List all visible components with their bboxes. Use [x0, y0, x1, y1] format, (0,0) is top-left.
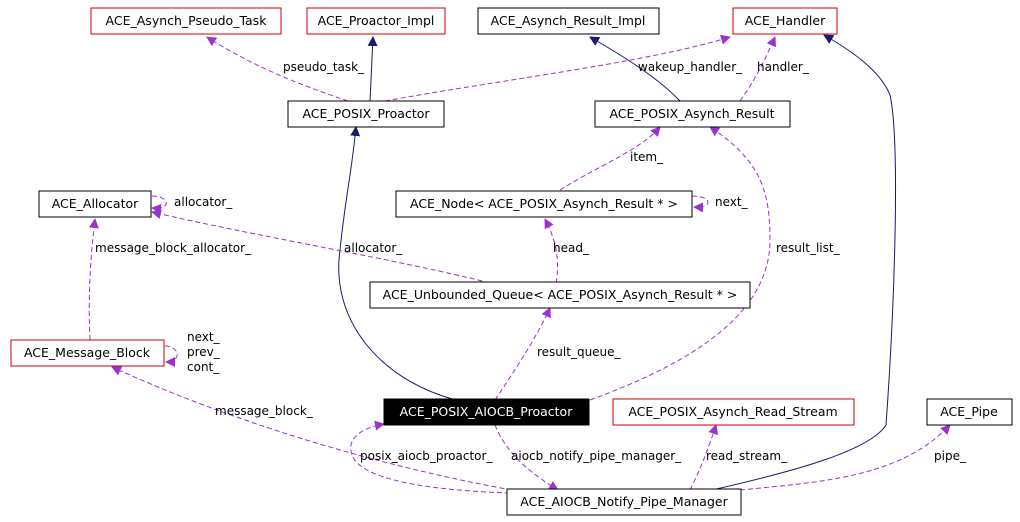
edge-handler — [739, 36, 776, 102]
edge-message-block-allocator — [88, 218, 99, 341]
edge-posix-proactor-to-aiocb-proactor — [338, 126, 457, 401]
node-label: ACE_POSIX_Asynch_Read_Stream — [628, 404, 837, 419]
node-aiocb-notify-pipe-manager[interactable]: ACE_AIOCB_Notify_Pipe_Manager — [506, 488, 742, 516]
label-cont-mb: cont_ — [187, 360, 220, 374]
label-prev-mb: prev_ — [187, 345, 221, 359]
node-label: ACE_Asynch_Pseudo_Task — [106, 13, 268, 28]
node-unbounded-queue[interactable]: ACE_Unbounded_Queue< ACE_POSIX_Asynch_Re… — [369, 281, 751, 309]
label-read-stream: read_stream_ — [706, 449, 788, 463]
node-handler[interactable]: ACE_Handler — [732, 7, 838, 35]
label-next-mb: next_ — [187, 330, 221, 344]
label-next-node: next_ — [715, 195, 749, 209]
label-result-list: result_list_ — [776, 241, 841, 255]
edge-pseudo-task — [206, 36, 349, 102]
edge-message-block — [111, 366, 513, 491]
node-label: ACE_POSIX_AIOCB_Proactor — [400, 404, 574, 419]
edge-next-node — [691, 195, 709, 213]
edge-proactor-impl-to-posix-proactor — [367, 36, 378, 102]
node-proactor-impl[interactable]: ACE_Proactor_Impl — [306, 7, 446, 35]
label-posix-aiocb-proactor: posix_aiocb_proactor_ — [360, 449, 493, 463]
label-result-queue: result_queue_ — [537, 345, 622, 359]
node-label: ACE_Unbounded_Queue< ACE_POSIX_Asynch_Re… — [383, 287, 738, 302]
node-posix-asynch-read-stream[interactable]: ACE_POSIX_Asynch_Read_Stream — [612, 398, 855, 426]
edge-item — [559, 126, 661, 191]
node-message-block[interactable]: ACE_Message_Block — [10, 339, 165, 367]
label-head: head_ — [553, 241, 590, 255]
edge-result-queue — [494, 307, 551, 401]
label-pseudo-task: pseudo_task_ — [283, 60, 365, 74]
label-item: item_ — [630, 150, 664, 164]
nodes: ACE_Asynch_Pseudo_Task ACE_Proactor_Impl… — [10, 7, 1013, 516]
edge-read-stream — [689, 424, 719, 491]
edge-asynch-result-impl-to-posix-asynch-result — [589, 36, 681, 102]
edge-result-list — [589, 126, 771, 401]
edge-allocator-self — [151, 195, 167, 214]
node-asynch-pseudo-task[interactable]: ACE_Asynch_Pseudo_Task — [90, 7, 282, 35]
label-pipe: pipe_ — [934, 449, 967, 463]
label-handler: handler_ — [757, 60, 810, 74]
node-pipe[interactable]: ACE_Pipe — [926, 398, 1013, 426]
label-allocator-self: allocator_ — [174, 195, 233, 209]
node-label: ACE_Proactor_Impl — [318, 13, 435, 28]
node-posix-asynch-result[interactable]: ACE_POSIX_Asynch_Result — [594, 100, 791, 128]
node-asynch-result-impl[interactable]: ACE_Asynch_Result_Impl — [477, 7, 660, 35]
edge-labels: pseudo_task_ wakeup_handler_ handler_ it… — [95, 60, 967, 463]
edge-message-block-self — [164, 345, 178, 367]
edges — [88, 34, 951, 494]
edge-wakeup-handler — [384, 34, 731, 102]
node-node-result[interactable]: ACE_Node< ACE_POSIX_Asynch_Result * > — [395, 190, 693, 218]
node-label: ACE_POSIX_Asynch_Result — [609, 106, 774, 121]
label-aiocb-notify-pipe-manager: aiocb_notify_pipe_manager_ — [511, 449, 682, 463]
label-allocator-queue: allocator_ — [344, 241, 403, 255]
edge-allocator-queue — [151, 209, 491, 284]
label-wakeup-handler: wakeup_handler_ — [638, 60, 743, 74]
label-message-block: message_block_ — [215, 404, 314, 418]
node-label: ACE_Asynch_Result_Impl — [491, 13, 646, 28]
node-allocator[interactable]: ACE_Allocator — [38, 190, 152, 218]
node-posix-aiocb-proactor[interactable]: ACE_POSIX_AIOCB_Proactor — [383, 398, 590, 426]
node-label: ACE_POSIX_Proactor — [302, 106, 430, 121]
edge-handler-to-notify-pipe-manager — [711, 34, 896, 491]
node-label: ACE_Allocator — [52, 196, 139, 211]
label-message-block-allocator: message_block_allocator_ — [95, 241, 252, 255]
node-label: ACE_Message_Block — [24, 345, 151, 360]
node-label: ACE_Handler — [745, 13, 826, 28]
node-label: ACE_Node< ACE_POSIX_Asynch_Result * > — [410, 196, 678, 211]
node-label: ACE_Pipe — [940, 404, 998, 419]
node-posix-proactor[interactable]: ACE_POSIX_Proactor — [287, 100, 445, 128]
node-label: ACE_AIOCB_Notify_Pipe_Manager — [520, 494, 728, 509]
edge-head — [544, 218, 558, 284]
edge-posix-aiocb-proactor — [350, 420, 511, 494]
edge-aiocb-notify-pipe-manager — [494, 424, 559, 491]
